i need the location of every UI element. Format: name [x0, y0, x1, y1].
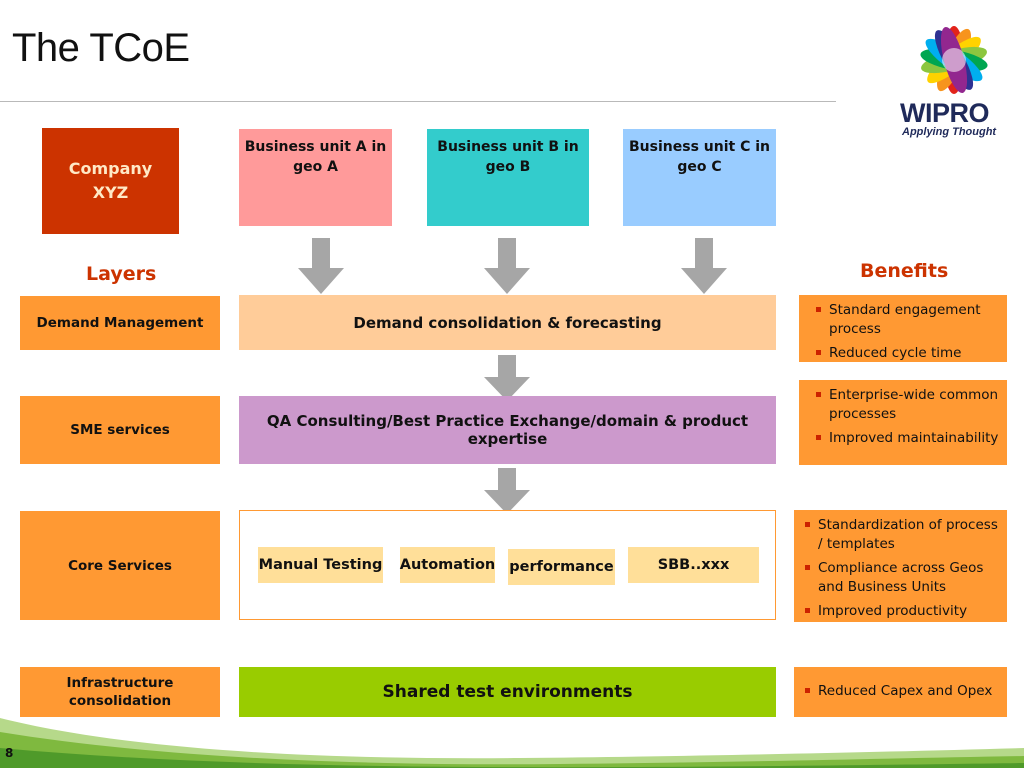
page-number: 8	[5, 746, 14, 760]
layer-sme-services: SME services	[20, 396, 220, 464]
business-unit-b: Business unit B in geo B	[427, 129, 589, 226]
benefit-item: Reduced Capex and Opex	[805, 682, 999, 701]
chip-sbb: SBB..xxx	[628, 547, 759, 583]
down-arrow-icon	[681, 238, 727, 294]
down-arrow-icon	[484, 468, 530, 514]
layer-core-services: Core Services	[20, 511, 220, 620]
rainbow-flower-icon	[920, 26, 988, 94]
chip-automation: Automation	[400, 547, 495, 583]
benefit-box-demand: Standard engagement process Reduced cycl…	[799, 295, 1007, 362]
company-line-1: Company	[68, 159, 153, 178]
slide-title: The TCoE	[12, 26, 190, 70]
benefit-box-sme: Enterprise-wide common processes Improve…	[799, 380, 1007, 465]
benefit-box-core: Standardization of process / templates C…	[794, 510, 1007, 622]
down-arrow-icon	[484, 238, 530, 294]
benefit-item: Improved productivity	[805, 602, 999, 621]
benefit-item: Standardization of process / templates	[805, 517, 998, 552]
wipro-logo: WIPRO Applying Thought	[892, 14, 1012, 144]
benefit-item: Reduced cycle time	[816, 344, 999, 363]
logo-wordmark: WIPRO	[900, 98, 990, 128]
sme-band: QA Consulting/Best Practice Exchange/dom…	[239, 396, 776, 464]
business-unit-a: Business unit A in geo A	[239, 129, 392, 226]
company-line-2: XYZ	[92, 183, 129, 202]
benefit-item: Improved maintainability	[816, 430, 999, 446]
layer-infrastructure: Infrastructure consolidation	[20, 667, 220, 717]
benefit-item: Compliance across Geos and Business Unit…	[805, 559, 999, 597]
benefits-heading: Benefits	[860, 260, 949, 282]
green-swoosh-decoration	[0, 718, 1024, 768]
benefit-item: Standard engagement process	[816, 301, 999, 339]
demand-band: Demand consolidation & forecasting	[239, 295, 776, 350]
business-unit-c: Business unit C in geo C	[623, 129, 776, 226]
chip-manual-testing: Manual Testing	[258, 547, 383, 583]
company-box: Company XYZ	[42, 128, 179, 234]
title-divider	[0, 101, 836, 102]
benefit-item: Enterprise-wide common processes	[816, 387, 999, 422]
down-arrow-icon	[484, 355, 530, 401]
benefit-box-infra: Reduced Capex and Opex	[794, 667, 1007, 717]
layers-heading: Layers	[86, 263, 157, 285]
layer-demand-management: Demand Management	[20, 296, 220, 350]
logo-tagline: Applying Thought	[902, 126, 997, 138]
chip-performance: performance	[508, 549, 615, 585]
infra-band: Shared test environments	[239, 667, 776, 717]
down-arrow-icon	[298, 238, 344, 294]
